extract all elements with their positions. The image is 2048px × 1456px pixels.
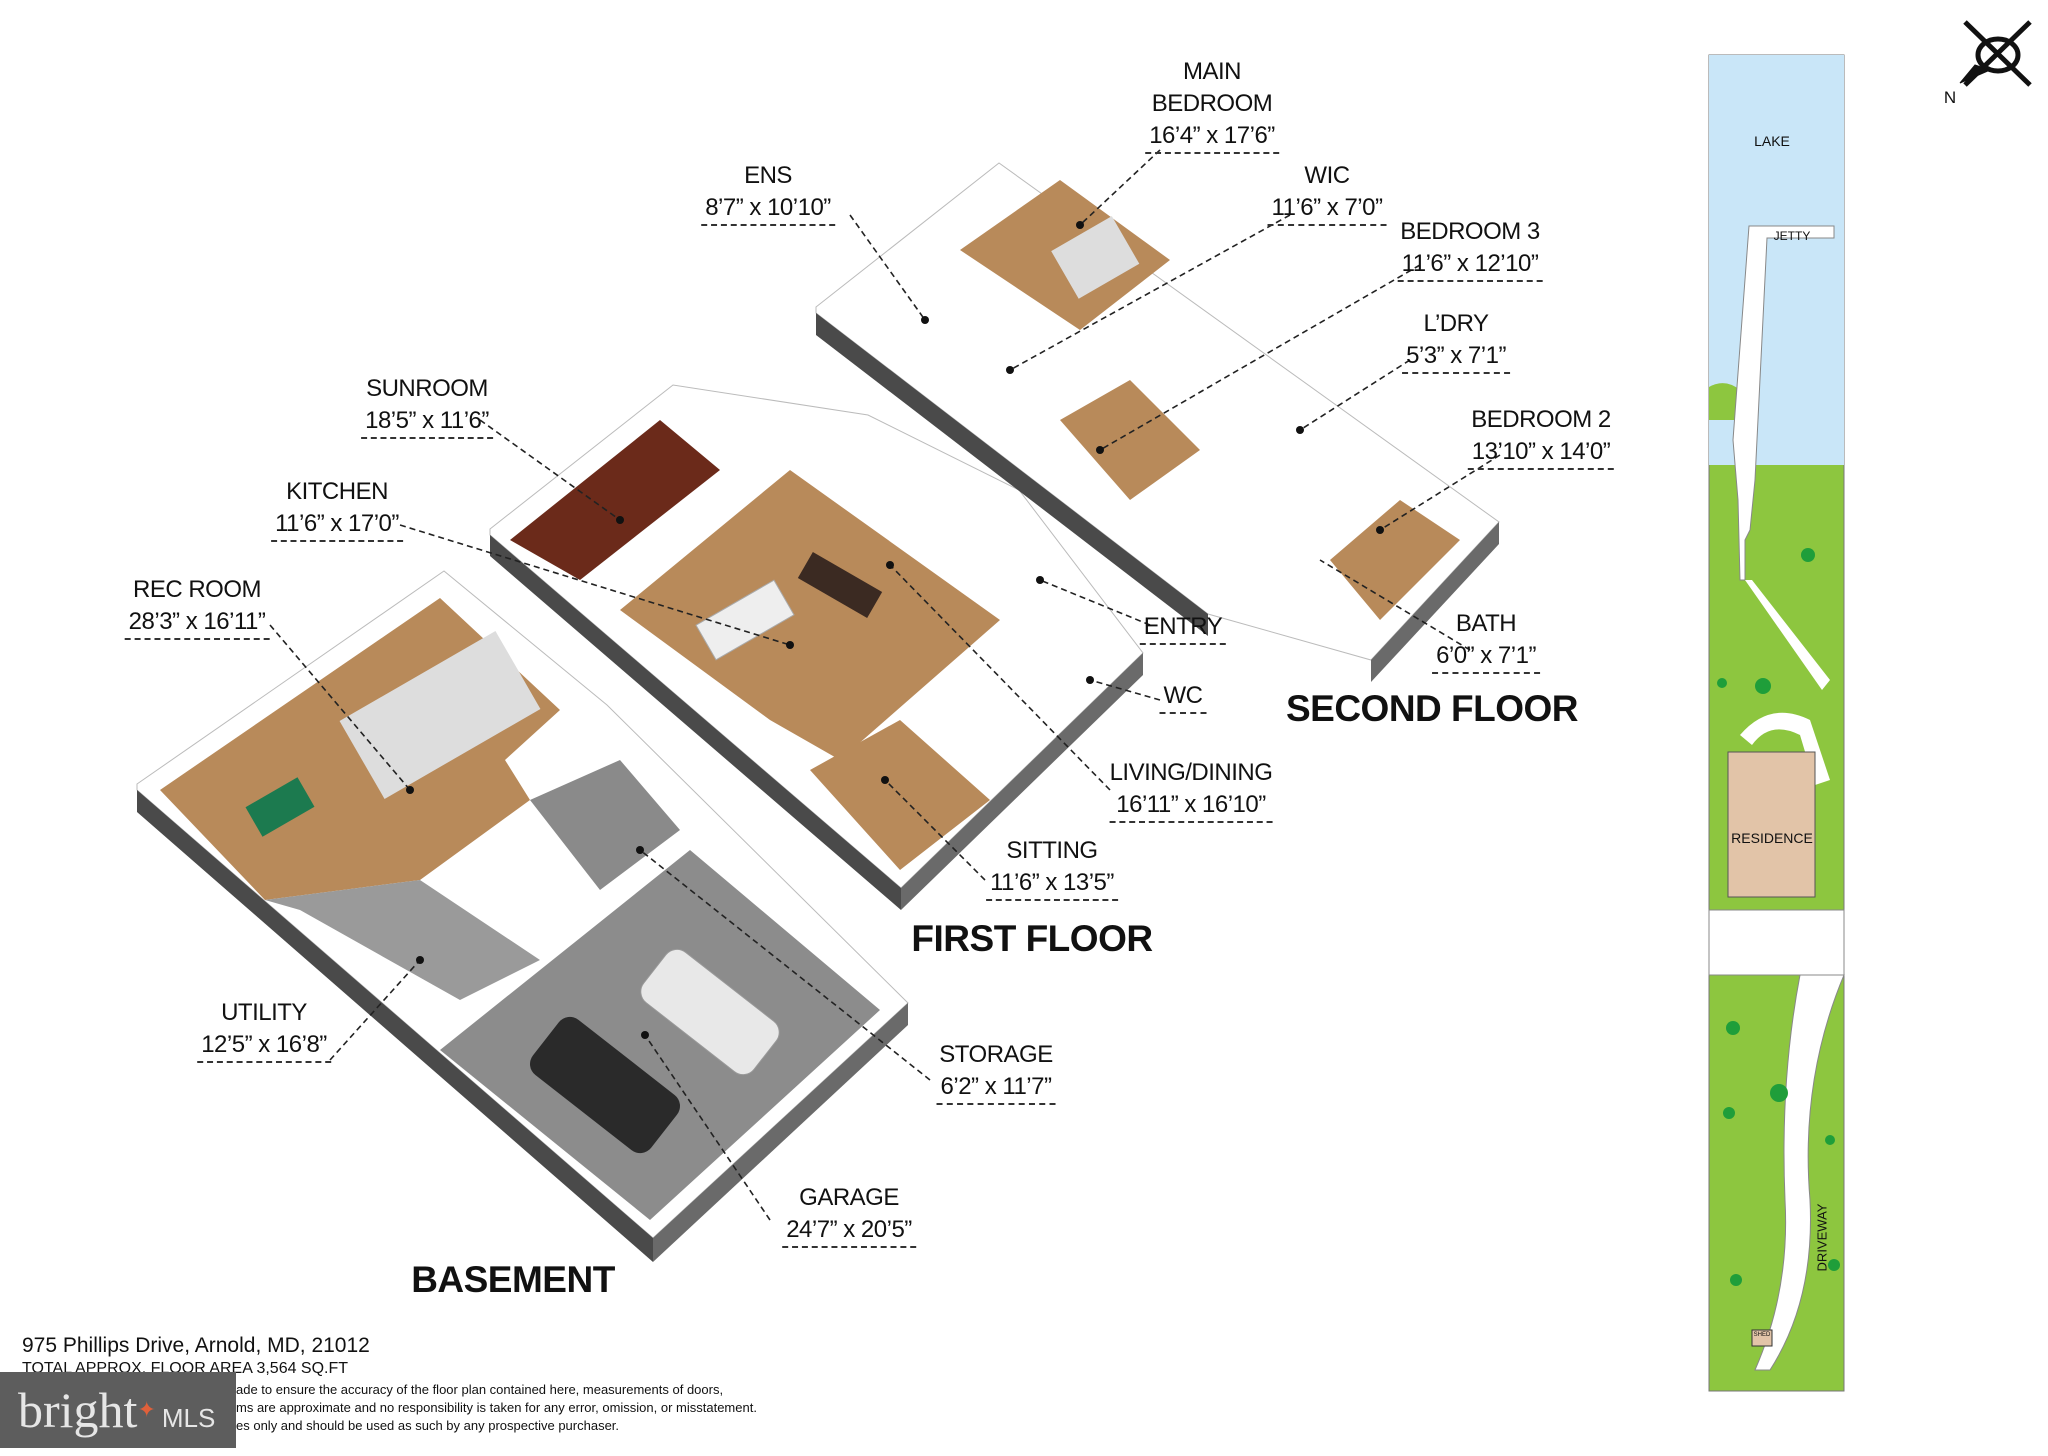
floor-title-second: SECOND FLOOR	[1285, 688, 1579, 729]
room-dimensions: 11’6” x 13’5”	[986, 867, 1118, 901]
site-plan	[1708, 20, 2032, 1392]
room-name: LIVING/DINING	[1109, 759, 1273, 786]
label-wc: WC	[1159, 680, 1207, 714]
room-dimensions: 8’7” x 10’10”	[701, 192, 835, 226]
room-dimensions: 12’5” x 16’8”	[197, 1029, 331, 1063]
room-name: UTILITY	[221, 999, 307, 1026]
room-name: BATH	[1455, 610, 1517, 637]
room-name: GARAGE	[799, 1184, 899, 1211]
room-dimensions: 6’0” x 7’1”	[1432, 640, 1540, 674]
car-white	[640, 948, 780, 1076]
room-name: BEDROOM	[1151, 90, 1273, 117]
room-dimensions: 16’4” x 17’6”	[1145, 120, 1279, 154]
basement-plan	[136, 570, 909, 1262]
disclaimer-line: ms are approximate and no responsibility…	[236, 1400, 757, 1415]
label-bedroom3: BEDROOM 3 11’6” x 12’10”	[1397, 216, 1543, 282]
label-bedroom2: BEDROOM 2 13’10” x 14’0”	[1467, 404, 1615, 470]
floor-title-first: FIRST FLOOR	[911, 918, 1153, 959]
room-dimensions: 11’6” x 17’0”	[271, 508, 403, 542]
label-entry: ENTRY	[1139, 611, 1227, 645]
first-floor-plan	[489, 384, 1144, 910]
disclaimer-line: es only and should be used as such by an…	[236, 1418, 620, 1433]
shed	[1751, 1329, 1773, 1347]
label-rec-room: REC ROOM 28’3” x 16’11”	[124, 574, 270, 640]
room-dimensions: 16’11” x 16’10”	[1109, 789, 1273, 823]
room-dimensions: 11’6” x 12’10”	[1397, 248, 1543, 282]
label-utility: UTILITY 12’5” x 16’8”	[197, 997, 331, 1063]
dining-table	[797, 552, 883, 618]
site-label-driveway: DRIVEWAY	[1814, 1203, 1830, 1272]
room-dimensions: 24’7” x 20’5”	[782, 1214, 916, 1248]
room-dimensions: 28’3” x 16’11”	[124, 606, 270, 640]
label-ens: ENS 8’7” x 10’10”	[701, 160, 835, 226]
bright-mls-logo: bright✦MLS	[0, 1372, 236, 1448]
site-label-residence: RESIDENCE	[1731, 830, 1813, 846]
kitchen-island	[695, 579, 795, 661]
label-wic: WIC 11’6” x 7’0”	[1267, 160, 1387, 226]
label-main-bedroom: MAIN BEDROOM 16’4” x 17’6”	[1145, 56, 1279, 154]
label-kitchen: KITCHEN 11’6” x 17’0”	[271, 476, 403, 542]
rug	[339, 631, 541, 799]
residence	[1727, 751, 1816, 898]
compass-icon	[1959, 20, 2032, 87]
room-dots	[406, 221, 1384, 1039]
room-name: REC ROOM	[132, 576, 262, 603]
living-dining-floor	[620, 470, 1000, 760]
disclaimer-line: ade to ensure the accuracy of the floor …	[236, 1382, 724, 1397]
storage-floor	[530, 760, 680, 890]
room-name: BEDROOM 2	[1471, 406, 1611, 433]
room-name: WC	[1159, 680, 1207, 714]
compass-north-label: N	[1943, 88, 1957, 107]
disclaimer: ade to ensure the accuracy of the floor …	[22, 1381, 822, 1435]
driveway	[1754, 974, 1845, 1371]
room-dimensions: 11’6” x 7’0”	[1267, 192, 1387, 226]
utility-floor	[265, 880, 540, 1000]
car-black	[530, 1016, 680, 1154]
logo-suffix: MLS	[161, 1403, 216, 1433]
property-address: 975 Phillips Drive, Arnold, MD, 21012	[22, 1334, 370, 1357]
floor-title-basement: BASEMENT	[411, 1259, 615, 1300]
trees	[1717, 548, 1840, 1286]
site-label-shed: SHED	[1753, 1332, 1771, 1338]
label-garage: GARAGE 24’7” x 20’5”	[782, 1182, 916, 1248]
room-dimensions: 18’5” x 11’6”	[361, 405, 493, 439]
bedroom2-floor	[1330, 500, 1460, 620]
label-bath: BATH 6’0” x 7’1”	[1432, 608, 1540, 674]
room-name: L’DRY	[1423, 310, 1489, 337]
label-living-dining: LIVING/DINING 16’11” x 16’10”	[1109, 757, 1273, 823]
room-name: STORAGE	[939, 1041, 1053, 1068]
room-dimensions: 5’3” x 7’1”	[1402, 340, 1510, 374]
label-storage: STORAGE 6’2” x 11’7”	[936, 1039, 1056, 1105]
room-name: WIC	[1304, 162, 1350, 189]
label-sitting: SITTING 11’6” x 13’5”	[986, 835, 1118, 901]
leader-lines	[269, 149, 1501, 1221]
jetty	[1732, 225, 1835, 581]
room-dimensions: 13’10” x 14’0”	[1467, 436, 1615, 470]
room-name: BEDROOM 3	[1400, 218, 1540, 245]
room-name: SUNROOM	[366, 375, 488, 402]
sunroom-floor	[510, 420, 720, 580]
pool-table	[245, 777, 315, 837]
second-floor-plan	[815, 162, 1500, 682]
room-dimensions: 6’2” x 11’7”	[936, 1071, 1056, 1105]
logo-brand: bright	[18, 1382, 138, 1438]
garage-floor	[440, 850, 880, 1220]
room-name: ENTRY	[1139, 611, 1227, 645]
site-label-jetty: JETTY	[1773, 229, 1811, 243]
site-label-lake: LAKE	[1754, 133, 1790, 149]
room-name: MAIN	[1182, 58, 1242, 85]
logo-star-icon: ✦	[137, 1397, 156, 1422]
room-name: SITTING	[1006, 837, 1098, 864]
label-laundry: L’DRY 5’3” x 7’1”	[1402, 308, 1510, 374]
room-name: ENS	[744, 162, 792, 189]
bedroom3-floor	[1060, 380, 1200, 500]
bed-main	[1051, 216, 1140, 299]
room-name: KITCHEN	[286, 478, 388, 505]
path	[1745, 580, 1830, 690]
label-sunroom: SUNROOM 18’5” x 11’6”	[361, 373, 493, 439]
